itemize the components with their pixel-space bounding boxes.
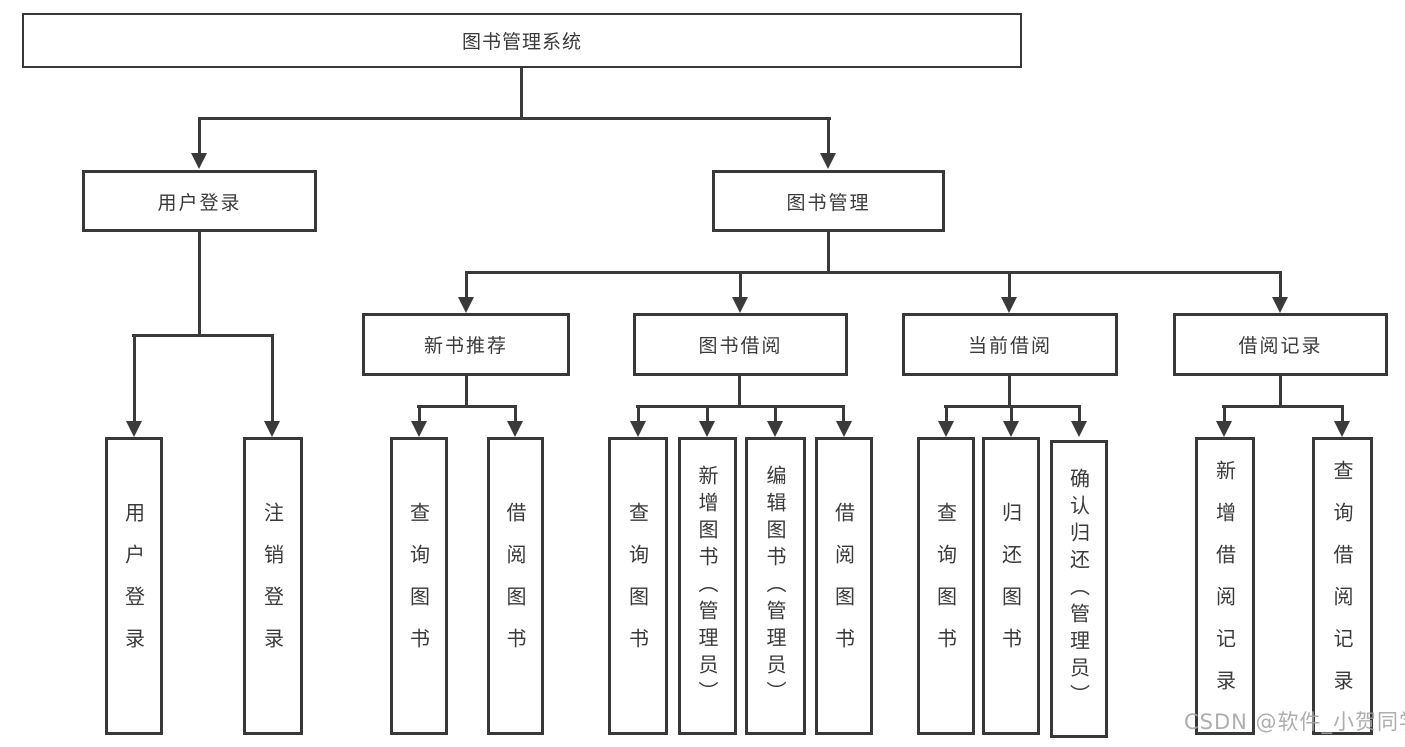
connector-stub bbox=[1223, 405, 1226, 423]
connector-stub bbox=[842, 405, 845, 423]
connector-stub bbox=[637, 405, 640, 423]
arrow-down-icon bbox=[507, 421, 523, 437]
arrow-down-icon bbox=[699, 421, 715, 437]
connector-user-login-drop bbox=[198, 232, 201, 336]
arrow-down-icon bbox=[264, 421, 280, 437]
connector-level2-rail bbox=[198, 117, 831, 120]
connector-book-management-drop bbox=[827, 232, 830, 274]
arrow-down-icon bbox=[1272, 297, 1288, 313]
arrow-down-icon bbox=[411, 421, 427, 437]
arrow-down-icon bbox=[938, 421, 954, 437]
connector-stub bbox=[706, 405, 709, 423]
connector-stub bbox=[514, 405, 517, 423]
connector-to-leaf-logout bbox=[271, 334, 274, 422]
leaf-add-book-admin: 新增图书（管理员） bbox=[678, 437, 737, 735]
connector-to-current-borrowing bbox=[1008, 271, 1011, 299]
leaf-add-borrow-record: 新增借阅记录 bbox=[1195, 437, 1255, 735]
connector-borrowing-drop bbox=[738, 376, 741, 407]
leaf-borrow-books-recommend: 借阅图书 bbox=[487, 437, 544, 735]
leaf-query-borrow-record: 查询借阅记录 bbox=[1312, 437, 1373, 735]
connector-to-user-login bbox=[198, 117, 201, 155]
leaf-return-book: 归还图书 bbox=[982, 437, 1040, 735]
connector-records-rail bbox=[1222, 405, 1343, 408]
arrow-down-icon bbox=[191, 153, 207, 169]
connector-stub bbox=[774, 405, 777, 423]
arrow-down-icon bbox=[732, 297, 748, 313]
leaf-query-books-current: 查询图书 bbox=[917, 437, 975, 735]
csdn-watermark: CSDN @软件_小贺同学 bbox=[1184, 710, 1405, 734]
arrow-down-icon bbox=[767, 421, 783, 437]
node-new-book-recommend: 新书推荐 bbox=[362, 313, 570, 376]
connector-stub bbox=[1078, 405, 1081, 423]
node-borrowing-records: 借阅记录 bbox=[1173, 313, 1388, 376]
arrow-down-icon bbox=[1003, 421, 1019, 437]
connector-to-borrowing-records bbox=[1279, 271, 1282, 299]
leaf-user-login: 用户登录 bbox=[105, 437, 163, 735]
connector-recommend-drop bbox=[465, 376, 468, 407]
arrow-down-icon bbox=[1216, 421, 1232, 437]
arrow-down-icon bbox=[1334, 421, 1350, 437]
connector-stub bbox=[418, 405, 421, 423]
leaf-query-books-recommend: 查询图书 bbox=[390, 437, 448, 735]
node-book-borrowing: 图书借阅 bbox=[633, 313, 848, 376]
node-library-management-system: 图书管理系统 bbox=[22, 13, 1022, 68]
arrow-down-icon bbox=[126, 421, 142, 437]
node-user-login-branch: 用户登录 bbox=[82, 170, 317, 232]
arrow-down-icon bbox=[1001, 297, 1017, 313]
connector-to-new-book-recommend bbox=[465, 271, 468, 299]
connector-root-drop bbox=[520, 68, 523, 117]
arrow-down-icon bbox=[458, 297, 474, 313]
arrow-down-icon bbox=[820, 153, 836, 169]
connector-records-drop bbox=[1279, 376, 1282, 407]
connector-user-login-rail bbox=[132, 334, 274, 337]
leaf-edit-book-admin: 编辑图书（管理员） bbox=[745, 437, 806, 735]
arrow-down-icon bbox=[1071, 421, 1087, 437]
connector-level3-rail bbox=[466, 271, 1282, 274]
leaf-logout: 注销登录 bbox=[243, 437, 303, 735]
node-book-management-branch: 图书管理 bbox=[712, 170, 945, 232]
node-current-borrowing: 当前借阅 bbox=[902, 313, 1118, 376]
leaf-query-books-borrow: 查询图书 bbox=[608, 437, 668, 735]
arrow-down-icon bbox=[836, 421, 852, 437]
connector-recommend-rail bbox=[417, 405, 516, 408]
leaf-confirm-return-admin: 确认归还（管理员） bbox=[1050, 440, 1108, 738]
connector-to-book-management bbox=[827, 117, 830, 155]
connector-stub bbox=[945, 405, 948, 423]
connector-current-drop bbox=[1008, 376, 1011, 407]
connector-to-leaf-user-login bbox=[133, 334, 136, 422]
connector-to-book-borrowing bbox=[739, 271, 742, 299]
arrow-down-icon bbox=[630, 421, 646, 437]
leaf-borrow-books: 借阅图书 bbox=[815, 437, 873, 735]
connector-stub bbox=[1341, 405, 1344, 423]
connector-borrowing-rail bbox=[636, 405, 845, 408]
connector-stub bbox=[1010, 405, 1013, 423]
